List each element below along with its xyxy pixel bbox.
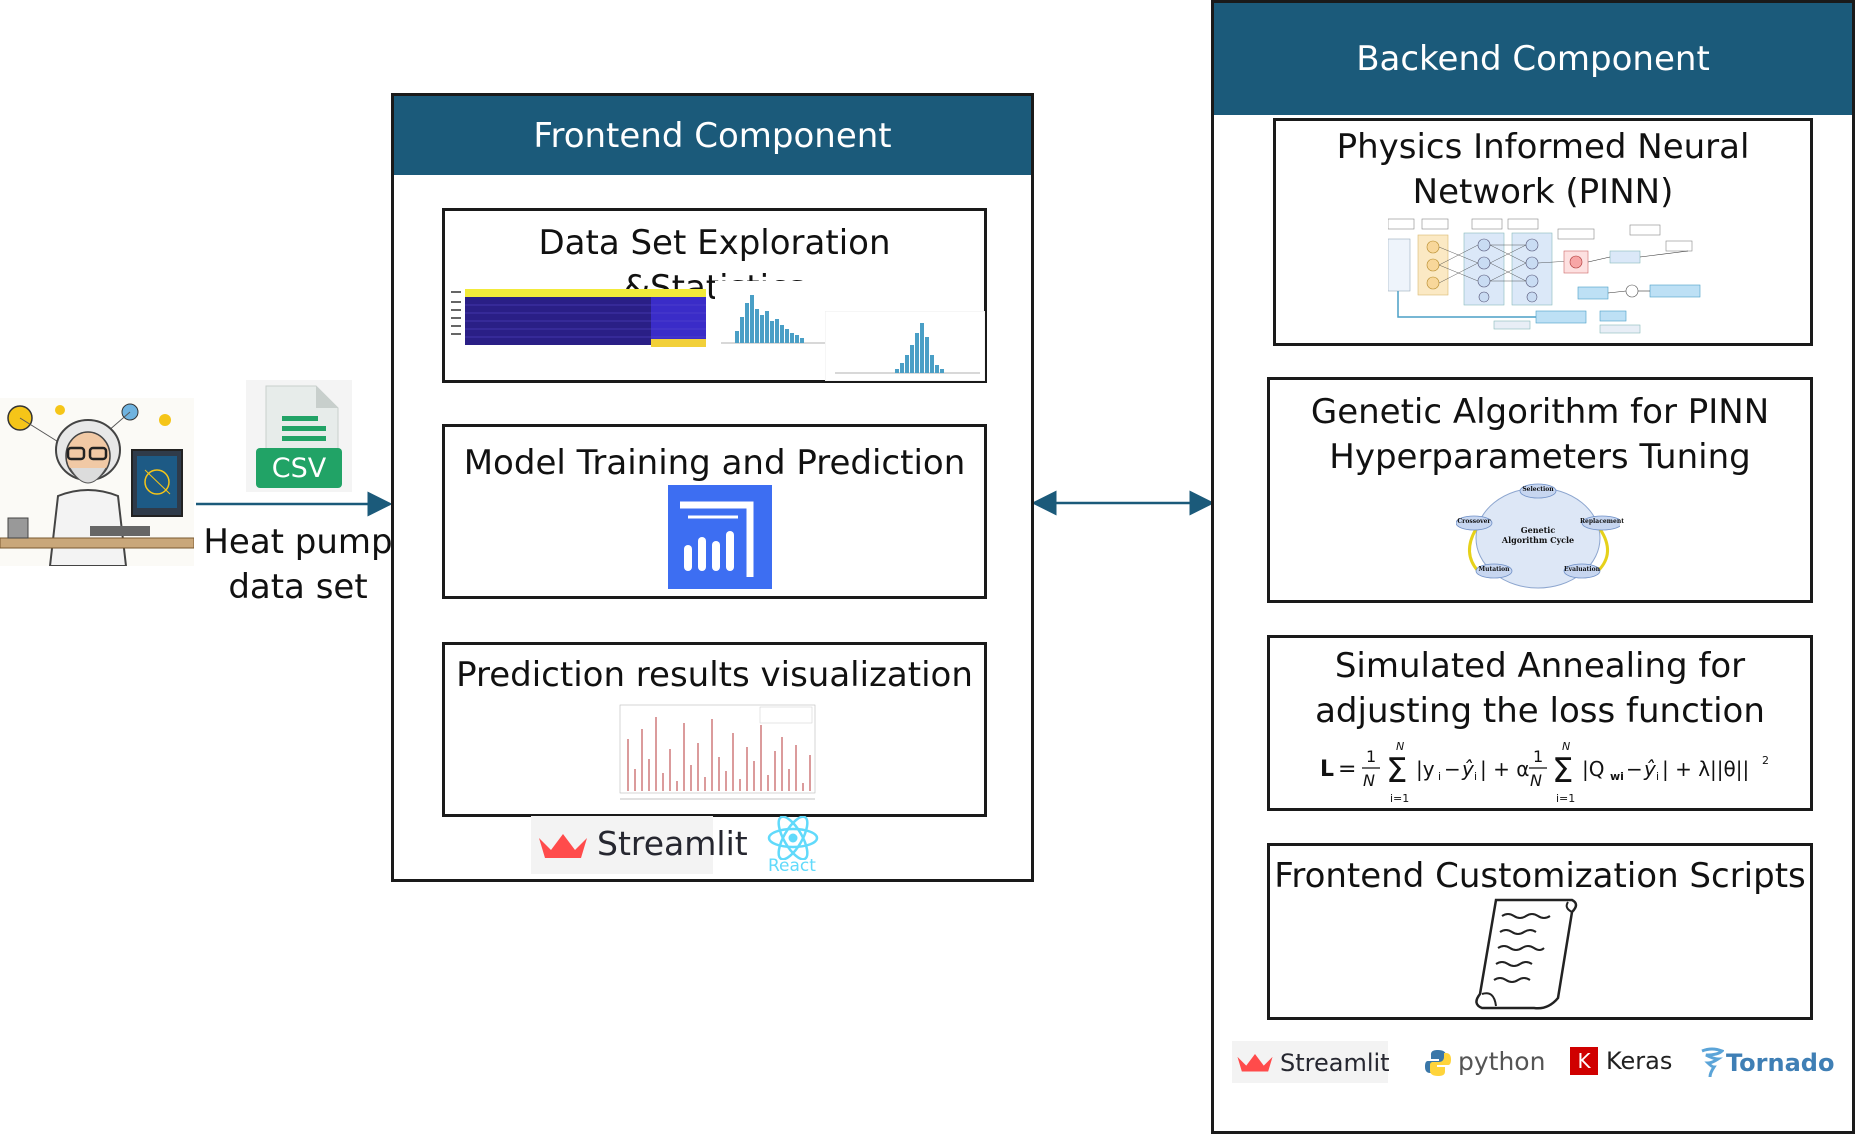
input-caption-line2: data set — [228, 567, 368, 607]
statistics-table-thumbnail — [451, 283, 706, 351]
svg-text:ŷ: ŷ — [1461, 757, 1475, 781]
prediction-chart-thumbnail — [600, 699, 820, 811]
script-scroll-icon — [1468, 894, 1584, 1014]
svg-text:wi: wi — [1610, 770, 1624, 783]
svg-text:1: 1 — [1533, 747, 1543, 766]
prediction-visualization-title: Prediction results visualization — [456, 655, 973, 695]
ga-title-line1: Genetic Algorithm for PINN — [1310, 392, 1770, 432]
react-logo: React — [766, 815, 820, 876]
backend-panel: Backend Component Physics Informed Neura… — [1211, 0, 1855, 1134]
customization-title: Frontend Customization Scripts — [1274, 856, 1806, 896]
svg-text:i: i — [1474, 770, 1477, 783]
sa-title-line1: Simulated Annealing for — [1334, 646, 1746, 686]
backend-title: Backend Component — [1356, 39, 1710, 79]
frontend-panel: Frontend Component Data Set Exploration … — [391, 93, 1034, 882]
genetic-algorithm-box: Genetic Algorithm for PINN Hyperparamete… — [1267, 377, 1813, 603]
pinn-title-line1: Physics Informed Neural — [1336, 127, 1750, 167]
svg-text:N: N — [1396, 740, 1404, 753]
ga-node-replacement: Replacement — [1580, 518, 1624, 525]
svg-text:L: L — [1320, 757, 1334, 782]
python-label: python — [1458, 1047, 1546, 1076]
input-caption: Heat pump data set — [200, 520, 396, 610]
python-logo: python — [1424, 1043, 1550, 1083]
model-training-title: Model Training and Prediction — [463, 443, 966, 483]
csv-file-icon: CSV — [246, 380, 352, 492]
ga-cycle-center: Genetic Algorithm Cycle — [1501, 525, 1575, 545]
svg-text:N: N — [1562, 740, 1570, 753]
react-label: React — [768, 856, 816, 876]
ga-node-evaluation: Evaluation — [1564, 566, 1600, 573]
input-caption-line1: Heat pump — [203, 522, 393, 562]
csv-label: CSV — [271, 453, 327, 484]
ga-title-line2: Hyperparameters Tuning — [1329, 437, 1751, 477]
backend-header: Backend Component — [1214, 3, 1852, 115]
loss-function-formula: L = 1 N Σ N i=1 |y i − ŷ i | + α 1 N — [1320, 736, 1780, 806]
power-bi-icon — [668, 485, 772, 589]
tornado-label: Tornado — [1726, 1049, 1835, 1077]
tornado-logo: Tornado — [1700, 1043, 1840, 1083]
svg-text:−: − — [1444, 757, 1461, 781]
keras-logo: K Keras — [1570, 1045, 1680, 1081]
svg-text:N: N — [1363, 771, 1375, 790]
svg-text:Σ: Σ — [1552, 751, 1573, 791]
svg-text:| + α: | + α — [1480, 757, 1529, 781]
svg-text:−: − — [1626, 757, 1643, 781]
data-exploration-title: Data Set Exploration &Statistics — [538, 223, 891, 308]
frontend-header: Frontend Component — [394, 96, 1031, 175]
svg-text:i: i — [1438, 770, 1441, 783]
svg-text:|Q: |Q — [1582, 757, 1604, 781]
pinn-title-line2: Network (PINN) — [1412, 172, 1674, 212]
frontend-customization-box: Frontend Customization Scripts — [1267, 843, 1813, 1020]
svg-text:=: = — [1338, 757, 1356, 782]
simulated-annealing-box: Simulated Annealing for adjusting the lo… — [1267, 635, 1813, 811]
histogram-thumbnail-2 — [824, 310, 986, 382]
keras-k-icon: K — [1570, 1047, 1598, 1075]
svg-text:i=1: i=1 — [1390, 792, 1409, 805]
ga-node-selection: Selection — [1522, 486, 1554, 493]
prediction-visualization-box: Prediction results visualization — [442, 642, 987, 817]
pinn-title: Physics Informed Neural Network (PINN) — [1276, 125, 1810, 215]
svg-text:|y: |y — [1416, 757, 1435, 781]
svg-text:2: 2 — [1762, 754, 1769, 767]
pinn-box: Physics Informed Neural Network (PINN) — [1273, 118, 1813, 346]
model-training-box: Model Training and Prediction — [442, 424, 987, 599]
streamlit-label-frontend: Streamlit — [597, 824, 748, 863]
streamlit-logo-backend: Streamlit — [1232, 1041, 1390, 1083]
histogram-thumbnail-1 — [715, 281, 845, 351]
ga-node-mutation: Mutation — [1478, 566, 1510, 573]
svg-text:i=1: i=1 — [1556, 792, 1575, 805]
svg-text:i: i — [1656, 770, 1659, 783]
ga-node-crossover: Crossover — [1457, 518, 1491, 525]
streamlit-label-backend: Streamlit — [1280, 1049, 1390, 1077]
ga-cycle-diagram: Genetic Algorithm Cycle Selection Replac… — [1456, 483, 1624, 593]
svg-text:ŷ: ŷ — [1643, 757, 1657, 781]
svg-text:Σ: Σ — [1386, 751, 1407, 791]
frontend-title: Frontend Component — [533, 115, 892, 156]
svg-text:| + λ||θ||: | + λ||θ|| — [1662, 757, 1749, 781]
ga-title: Genetic Algorithm for PINN Hyperparamete… — [1270, 390, 1810, 480]
scientist-illustration — [0, 398, 195, 567]
streamlit-logo-frontend: Streamlit — [531, 816, 748, 874]
svg-text:1: 1 — [1366, 747, 1376, 766]
data-exploration-box: Data Set Exploration &Statistics — [442, 208, 987, 383]
svg-text:N: N — [1530, 771, 1542, 790]
pinn-architecture-diagram — [1387, 217, 1718, 335]
keras-label: Keras — [1606, 1047, 1673, 1075]
sa-title: Simulated Annealing for adjusting the lo… — [1270, 644, 1810, 734]
sa-title-line2: adjusting the loss function — [1315, 691, 1765, 731]
